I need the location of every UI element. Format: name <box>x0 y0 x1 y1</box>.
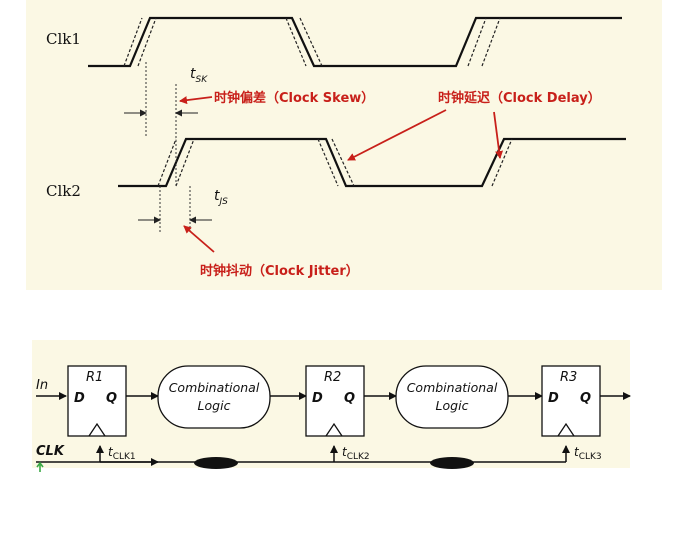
clock-delay-annotation: 时钟延迟（Clock Delay） <box>438 90 601 106</box>
clock-distribution <box>36 445 570 466</box>
r1-d-port: D <box>74 391 85 406</box>
t-clk3-label: tCLK3 <box>574 445 602 462</box>
r2-d-port: D <box>312 391 323 406</box>
r3-d-port: D <box>548 391 559 406</box>
clock-delay-arrow-2 <box>493 111 504 159</box>
clock-buffer-1 <box>194 457 238 469</box>
r2-q-port: Q <box>344 391 355 406</box>
input-label: In <box>36 378 48 393</box>
timing-diagram: Clk1 Clk2 tSK tJS 时钟偏差（Clock Skew） 时钟延迟（… <box>46 16 626 279</box>
svg-text:Logic: Logic <box>436 398 469 413</box>
register-r3: R3 D Q <box>541 365 601 437</box>
clk1-waveform <box>88 16 622 68</box>
t-sk-label: tSK <box>190 66 208 85</box>
clock-skew-arrow <box>179 96 213 105</box>
t-clk2-label: tCLK2 <box>342 445 370 462</box>
r2-name: R2 <box>324 370 341 385</box>
timing-guides <box>145 62 191 232</box>
svg-text:Logic: Logic <box>198 398 231 413</box>
clock-skew-annotation: 时钟偏差（Clock Skew） <box>214 90 374 106</box>
r3-q-port: Q <box>580 391 591 406</box>
clk1-label: Clk1 <box>46 30 81 48</box>
combinational-logic-2: Combinational Logic <box>395 365 509 429</box>
r3-name: R3 <box>560 370 577 385</box>
timing-diagram-panel <box>26 0 662 290</box>
r1-q-port: Q <box>106 391 117 406</box>
clock-jitter-annotation: 时钟抖动（Clock Jitter） <box>200 263 359 279</box>
combinational-logic-1: Combinational Logic <box>157 365 271 429</box>
clk2-label: Clk2 <box>46 182 81 200</box>
clk-source-arrow-icon <box>36 461 44 472</box>
clock-buffer-2 <box>430 457 474 469</box>
clock-jitter-arrow <box>183 225 215 253</box>
svg-text:Combinational: Combinational <box>407 380 498 395</box>
clk-label: CLK <box>36 444 65 459</box>
register-r1: R1 D Q <box>67 365 127 437</box>
register-r2: R2 D Q <box>305 365 365 437</box>
clk2-waveform <box>118 137 626 188</box>
svg-text:Combinational: Combinational <box>169 380 260 395</box>
t-js-label: tJS <box>214 188 228 207</box>
t-clk1-label: tCLK1 <box>108 445 136 462</box>
clock-delay-arrow-1 <box>347 109 447 161</box>
r1-name: R1 <box>86 370 103 385</box>
register-pipeline-diagram: R1 D Q R2 D Q R3 D Q Combinational Logic… <box>36 365 631 472</box>
